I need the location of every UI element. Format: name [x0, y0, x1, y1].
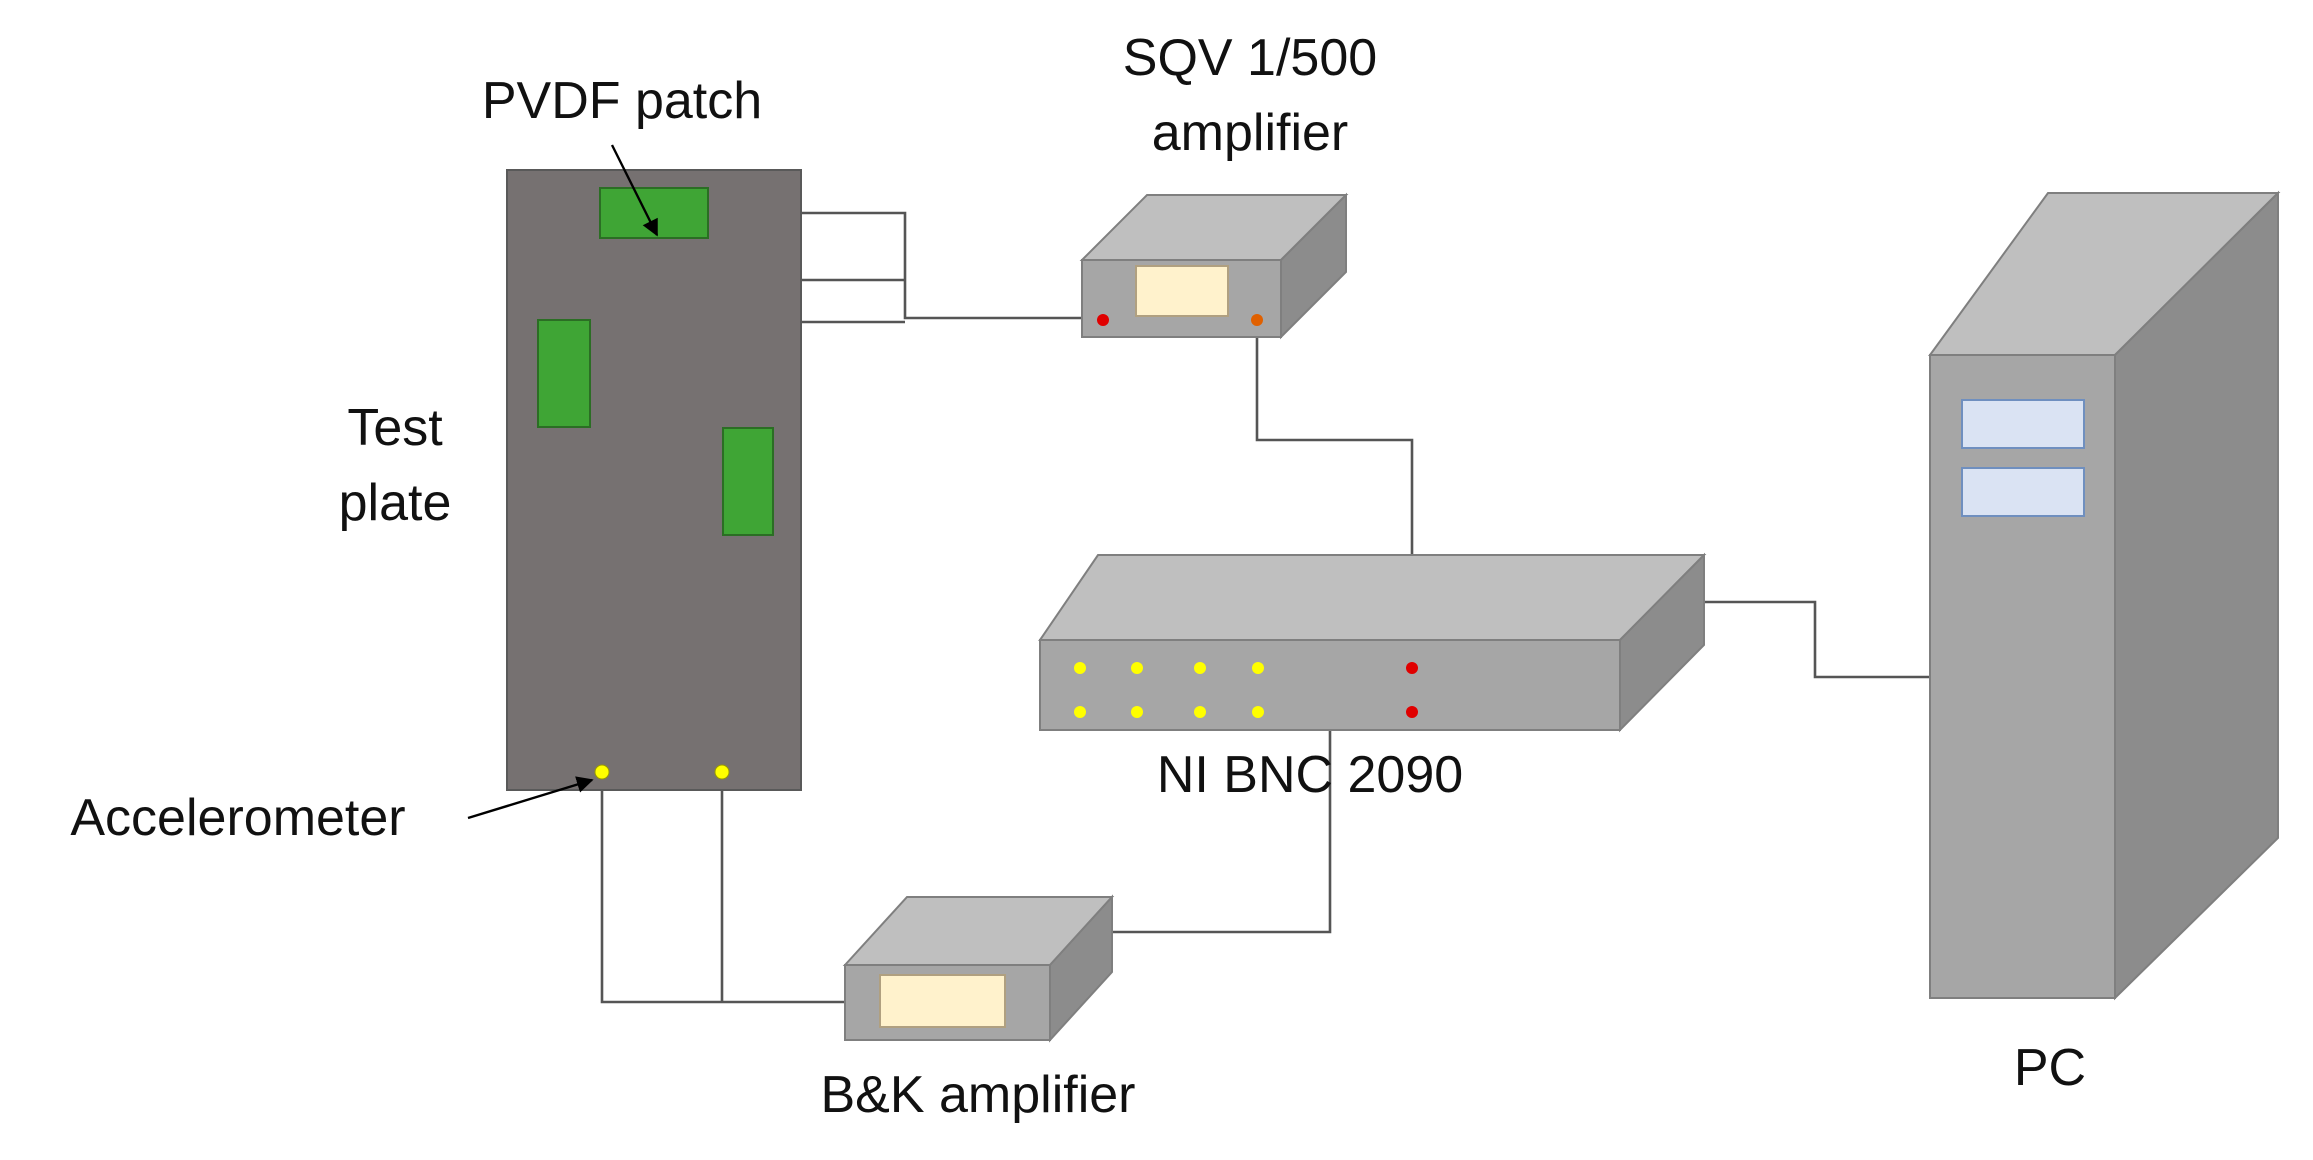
wire-bnc-to-bk: [1108, 730, 1332, 934]
test-plate-label-line2: plate: [339, 474, 452, 532]
pc-drive-bay-2: [1961, 467, 2085, 517]
bnc-connector: [1194, 706, 1206, 718]
pvdf-patch-label: PVDF patch: [482, 72, 762, 130]
pc-label: PC: [2014, 1039, 2086, 1097]
bnc-connector: [1194, 662, 1206, 674]
ni-bnc-label: NI BNC 2090: [1157, 746, 1463, 804]
bnc-connector: [1252, 662, 1264, 674]
sqv-display: [1135, 265, 1229, 317]
wire-sqv-to-bnc: [1255, 325, 1414, 555]
sqv-amplifier: [1079, 192, 1349, 340]
test-plate: [506, 169, 802, 791]
bk-amplifier-label: B&K amplifier: [821, 1066, 1136, 1124]
pvdf-patch-left: [537, 319, 591, 428]
sqv-input-led: [1097, 314, 1109, 326]
test-plate-label-line1: Test: [347, 399, 443, 457]
bnc-connector: [1074, 662, 1086, 674]
bk-display: [879, 974, 1006, 1028]
accelerometer-dot-2: [714, 764, 730, 780]
bk-amplifier: [842, 894, 1115, 1043]
bnc-front-face: [1039, 639, 1621, 731]
bnc-connector: [1252, 706, 1264, 718]
bnc-top-face: [1038, 554, 1707, 641]
pvdf-patch-right: [722, 427, 774, 536]
accelerometer-pointer-arrow: [467, 776, 594, 820]
bnc-connectors: [1074, 662, 1418, 718]
bnc-connector: [1074, 706, 1086, 718]
sqv-label-line2: amplifier: [1152, 104, 1349, 162]
wire-patch-top: [710, 211, 1085, 320]
sqv-label-line1: SQV 1/500: [1123, 29, 1377, 87]
pvdf-patch-top: [599, 187, 709, 239]
pvdf-pointer-arrow: [610, 144, 659, 237]
accelerometer-label: Accelerometer: [70, 789, 405, 847]
pc-tower: [1928, 190, 2281, 1001]
bnc-connector: [1131, 662, 1143, 674]
bnc-connector: [1131, 706, 1143, 718]
bnc-red-led: [1406, 706, 1418, 718]
sqv-output-led: [1251, 314, 1263, 326]
labels: PVDF patch SQV 1/500 amplifier Test plat…: [70, 29, 2086, 1124]
wire-bnc-to-pc: [1700, 600, 1930, 679]
wire-accel-1: [600, 777, 845, 1004]
pc-drive-bay-1: [1961, 399, 2085, 449]
ni-bnc-2090: [1038, 552, 1707, 733]
accelerometer-dot-1: [594, 764, 610, 780]
pc-front-face: [1929, 354, 2116, 999]
bnc-red-led: [1406, 662, 1418, 674]
